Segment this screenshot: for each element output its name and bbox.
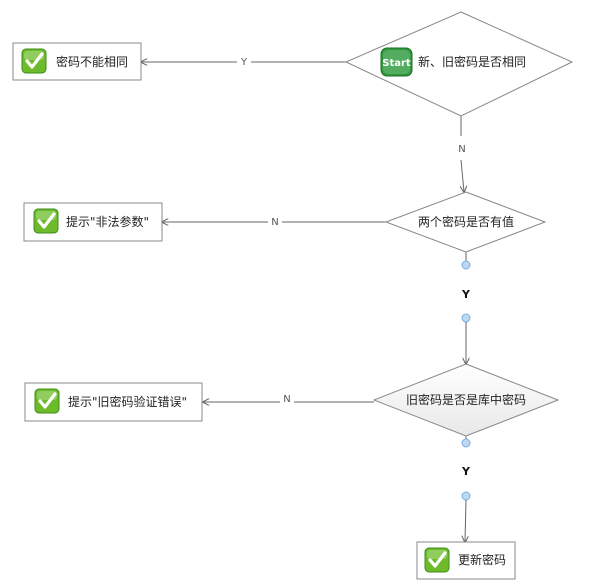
edge-d3-oldwrong: N <box>203 394 374 408</box>
result-label: 提示"旧密码验证错误" <box>68 394 187 409</box>
check-icon <box>20 47 48 75</box>
check-icon <box>33 387 61 415</box>
edge-label-y: Y <box>461 288 471 301</box>
edge-label-n: N <box>283 394 290 405</box>
check-icon <box>423 546 451 574</box>
connector-handle[interactable] <box>461 313 471 323</box>
svg-text:Start: Start <box>382 58 411 69</box>
connector-handle[interactable] <box>461 260 471 270</box>
decision-old-password-in-db[interactable]: 旧密码是否是库中密码 <box>372 363 560 437</box>
result-illegal-params[interactable]: 提示"非法参数" <box>23 202 163 242</box>
result-same-password[interactable]: 密码不能相同 <box>12 42 142 81</box>
check-icon <box>32 207 60 235</box>
edge-label-y: Y <box>461 465 471 478</box>
decision-same-password[interactable]: Start 新、旧密码是否相同 <box>344 11 574 117</box>
edge-d3-update: Y <box>461 436 471 542</box>
edge-d1-same: Y <box>141 54 346 68</box>
edge-d2-d3: Y <box>461 252 471 364</box>
edge-d1-d2: N <box>458 116 465 192</box>
edge-label-n: N <box>271 217 278 228</box>
decision-label: 新、旧密码是否相同 <box>418 54 526 69</box>
edge-label-n: N <box>458 144 465 155</box>
decision-both-have-value[interactable]: 两个密码是否有值 <box>384 191 547 253</box>
decision-label: 旧密码是否是库中密码 <box>406 392 526 407</box>
connector-handle[interactable] <box>461 491 471 501</box>
action-label: 更新密码 <box>458 552 506 567</box>
result-label: 提示"非法参数" <box>66 214 149 229</box>
result-label: 密码不能相同 <box>56 54 128 69</box>
start-icon: Start <box>380 47 413 77</box>
action-update-password[interactable]: 更新密码 <box>416 541 516 580</box>
result-old-password-wrong[interactable]: 提示"旧密码验证错误" <box>24 382 203 422</box>
decision-label: 两个密码是否有值 <box>418 214 514 229</box>
connector-handle[interactable] <box>461 438 471 448</box>
edge-label-y: Y <box>240 57 248 68</box>
edge-d2-illegal: N <box>162 214 386 228</box>
